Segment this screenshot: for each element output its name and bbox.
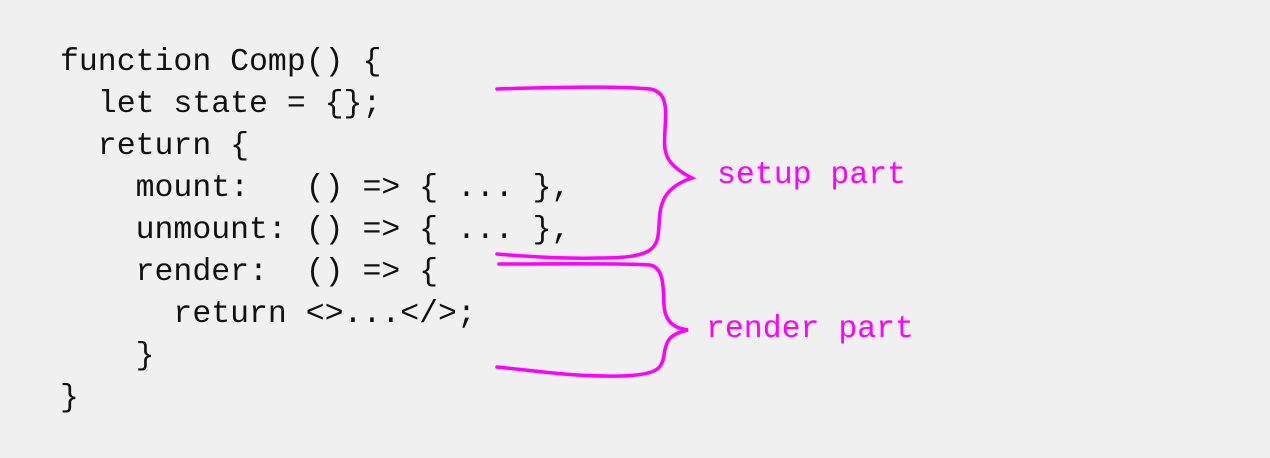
setup-brace: [495, 85, 697, 260]
code-line: function Comp() {: [60, 45, 382, 80]
code-line: unmount: () => { ... },: [60, 213, 571, 248]
code-line: let state = {};: [60, 87, 382, 122]
setup-part-label: setup part: [717, 158, 907, 193]
render-brace: [495, 262, 689, 378]
code-line: return {: [60, 129, 250, 164]
code-line: }: [60, 381, 79, 416]
code-line: render: () => {: [60, 255, 439, 290]
code-block: function Comp() { let state = {}; return…: [60, 42, 570, 420]
render-part-label: render part: [706, 312, 914, 347]
code-line: mount: () => { ... },: [60, 171, 571, 206]
code-line: }: [60, 339, 155, 374]
code-line: return <>...</>;: [60, 297, 476, 332]
